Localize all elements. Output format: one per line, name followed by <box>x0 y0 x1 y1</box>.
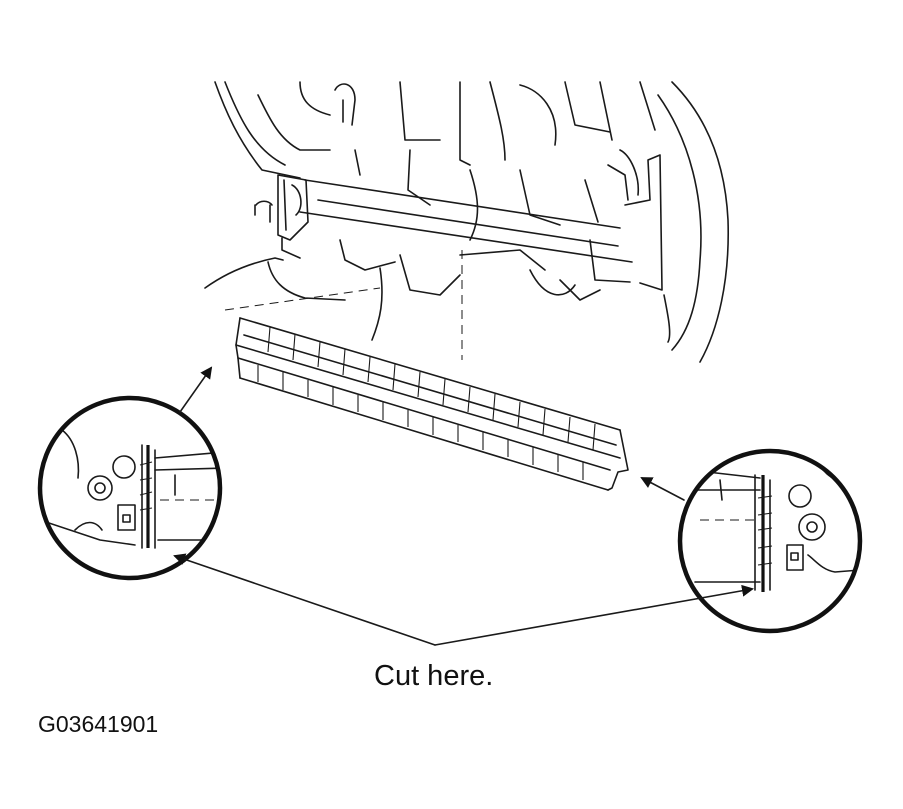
right-detail-arrow <box>640 477 685 501</box>
cut-here-label: Cut here. <box>374 660 494 692</box>
cut-pointer-left <box>173 553 436 646</box>
vehicle-underbody <box>204 81 730 363</box>
sill-panel <box>235 317 629 491</box>
left-detail-arrow <box>179 366 213 413</box>
right-detail <box>677 448 863 634</box>
figure-code: G03641901 <box>38 711 159 737</box>
arrows <box>173 366 754 646</box>
left-detail <box>37 395 223 581</box>
cut-pointer-right <box>434 584 754 646</box>
